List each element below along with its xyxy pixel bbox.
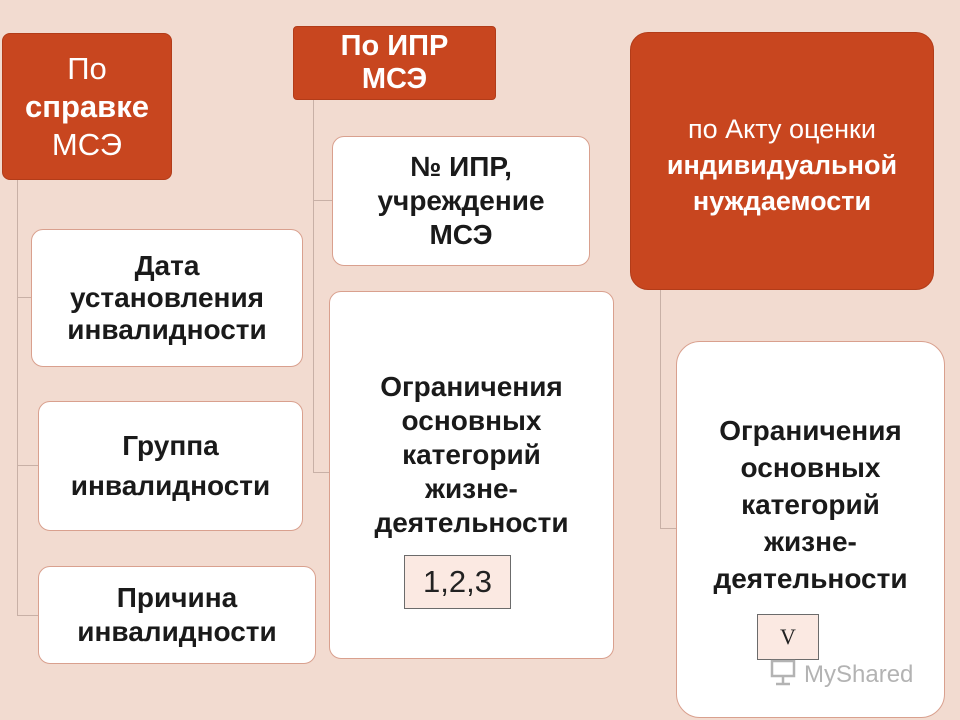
col2-code-badge: 1,2,3 [404,555,511,609]
item-text-line: Причина [116,582,238,613]
col3-header-line: по Акту оценки [667,111,897,147]
connector-col3-item1 [660,528,676,529]
col3-header-line: нуждаемости [692,186,872,216]
connector-col1-item3 [17,615,38,616]
presentation-icon [768,658,798,693]
col3-header-line: индивидуальной [666,150,898,180]
col1-item-cause: Причина инвалидности [38,566,316,664]
item-text-line: категорий [741,489,880,520]
item-text-line: жизне- [425,473,518,504]
connector-col2-vertical [313,100,314,472]
item-text-line: жизне- [764,526,857,557]
watermark: MyShared [768,658,913,692]
item-text-line: деятельности [713,563,908,594]
connector-col1-vertical [17,180,18,616]
connector-col1-item1 [17,297,31,298]
col1-item-group: Группа инвалидности [38,401,303,531]
col1-item-date: Дата установления инвалидности [31,229,303,367]
item-text-line: инвалидности [67,314,267,345]
item-text-line: основных [740,452,881,483]
connector-col3-vertical [660,290,661,528]
connector-col1-item2 [17,465,38,466]
item-text-line: инвалидности [70,470,271,501]
col3-code-badge: V [757,614,819,660]
item-text-line: инвалидности [77,616,277,647]
col1-header-line: МСЭ [51,126,123,162]
item-text-line: Ограничения [719,415,902,446]
col1-header-line: По [67,50,107,86]
item-text-line: Группа [122,430,219,461]
col2-header-line: МСЭ [361,63,428,95]
item-text-line: деятельности [374,507,569,538]
col3-header-first: по Акту оценки [688,114,876,144]
col2-header-line: По ИПР [340,30,449,62]
connector-col2-item1 [313,200,332,201]
col2-header: По ИПР МСЭ [293,26,496,100]
item-text-line: основных [401,405,542,436]
item-text-line: МСЭ [429,219,493,250]
item-text-line: установления [69,282,265,313]
item-text-line: Дата [134,250,200,281]
col1-header: По справке МСЭ [2,33,172,180]
col2-item-limits: Ограничения основных категорий жизне- де… [329,291,614,659]
item-text-line: Ограничения [380,371,563,402]
col1-header-line: справке [25,88,149,124]
item-text-line: учреждение [377,185,545,216]
col3-header: по Акту оценки индивидуальной нуждаемост… [630,32,934,290]
item-text-line: № ИПР, [410,151,512,182]
watermark-text: MyShared [804,661,914,688]
col2-item-ipr: № ИПР, учреждение МСЭ [332,136,590,266]
item-text-line: категорий [402,439,541,470]
connector-col2-item2 [313,472,329,473]
